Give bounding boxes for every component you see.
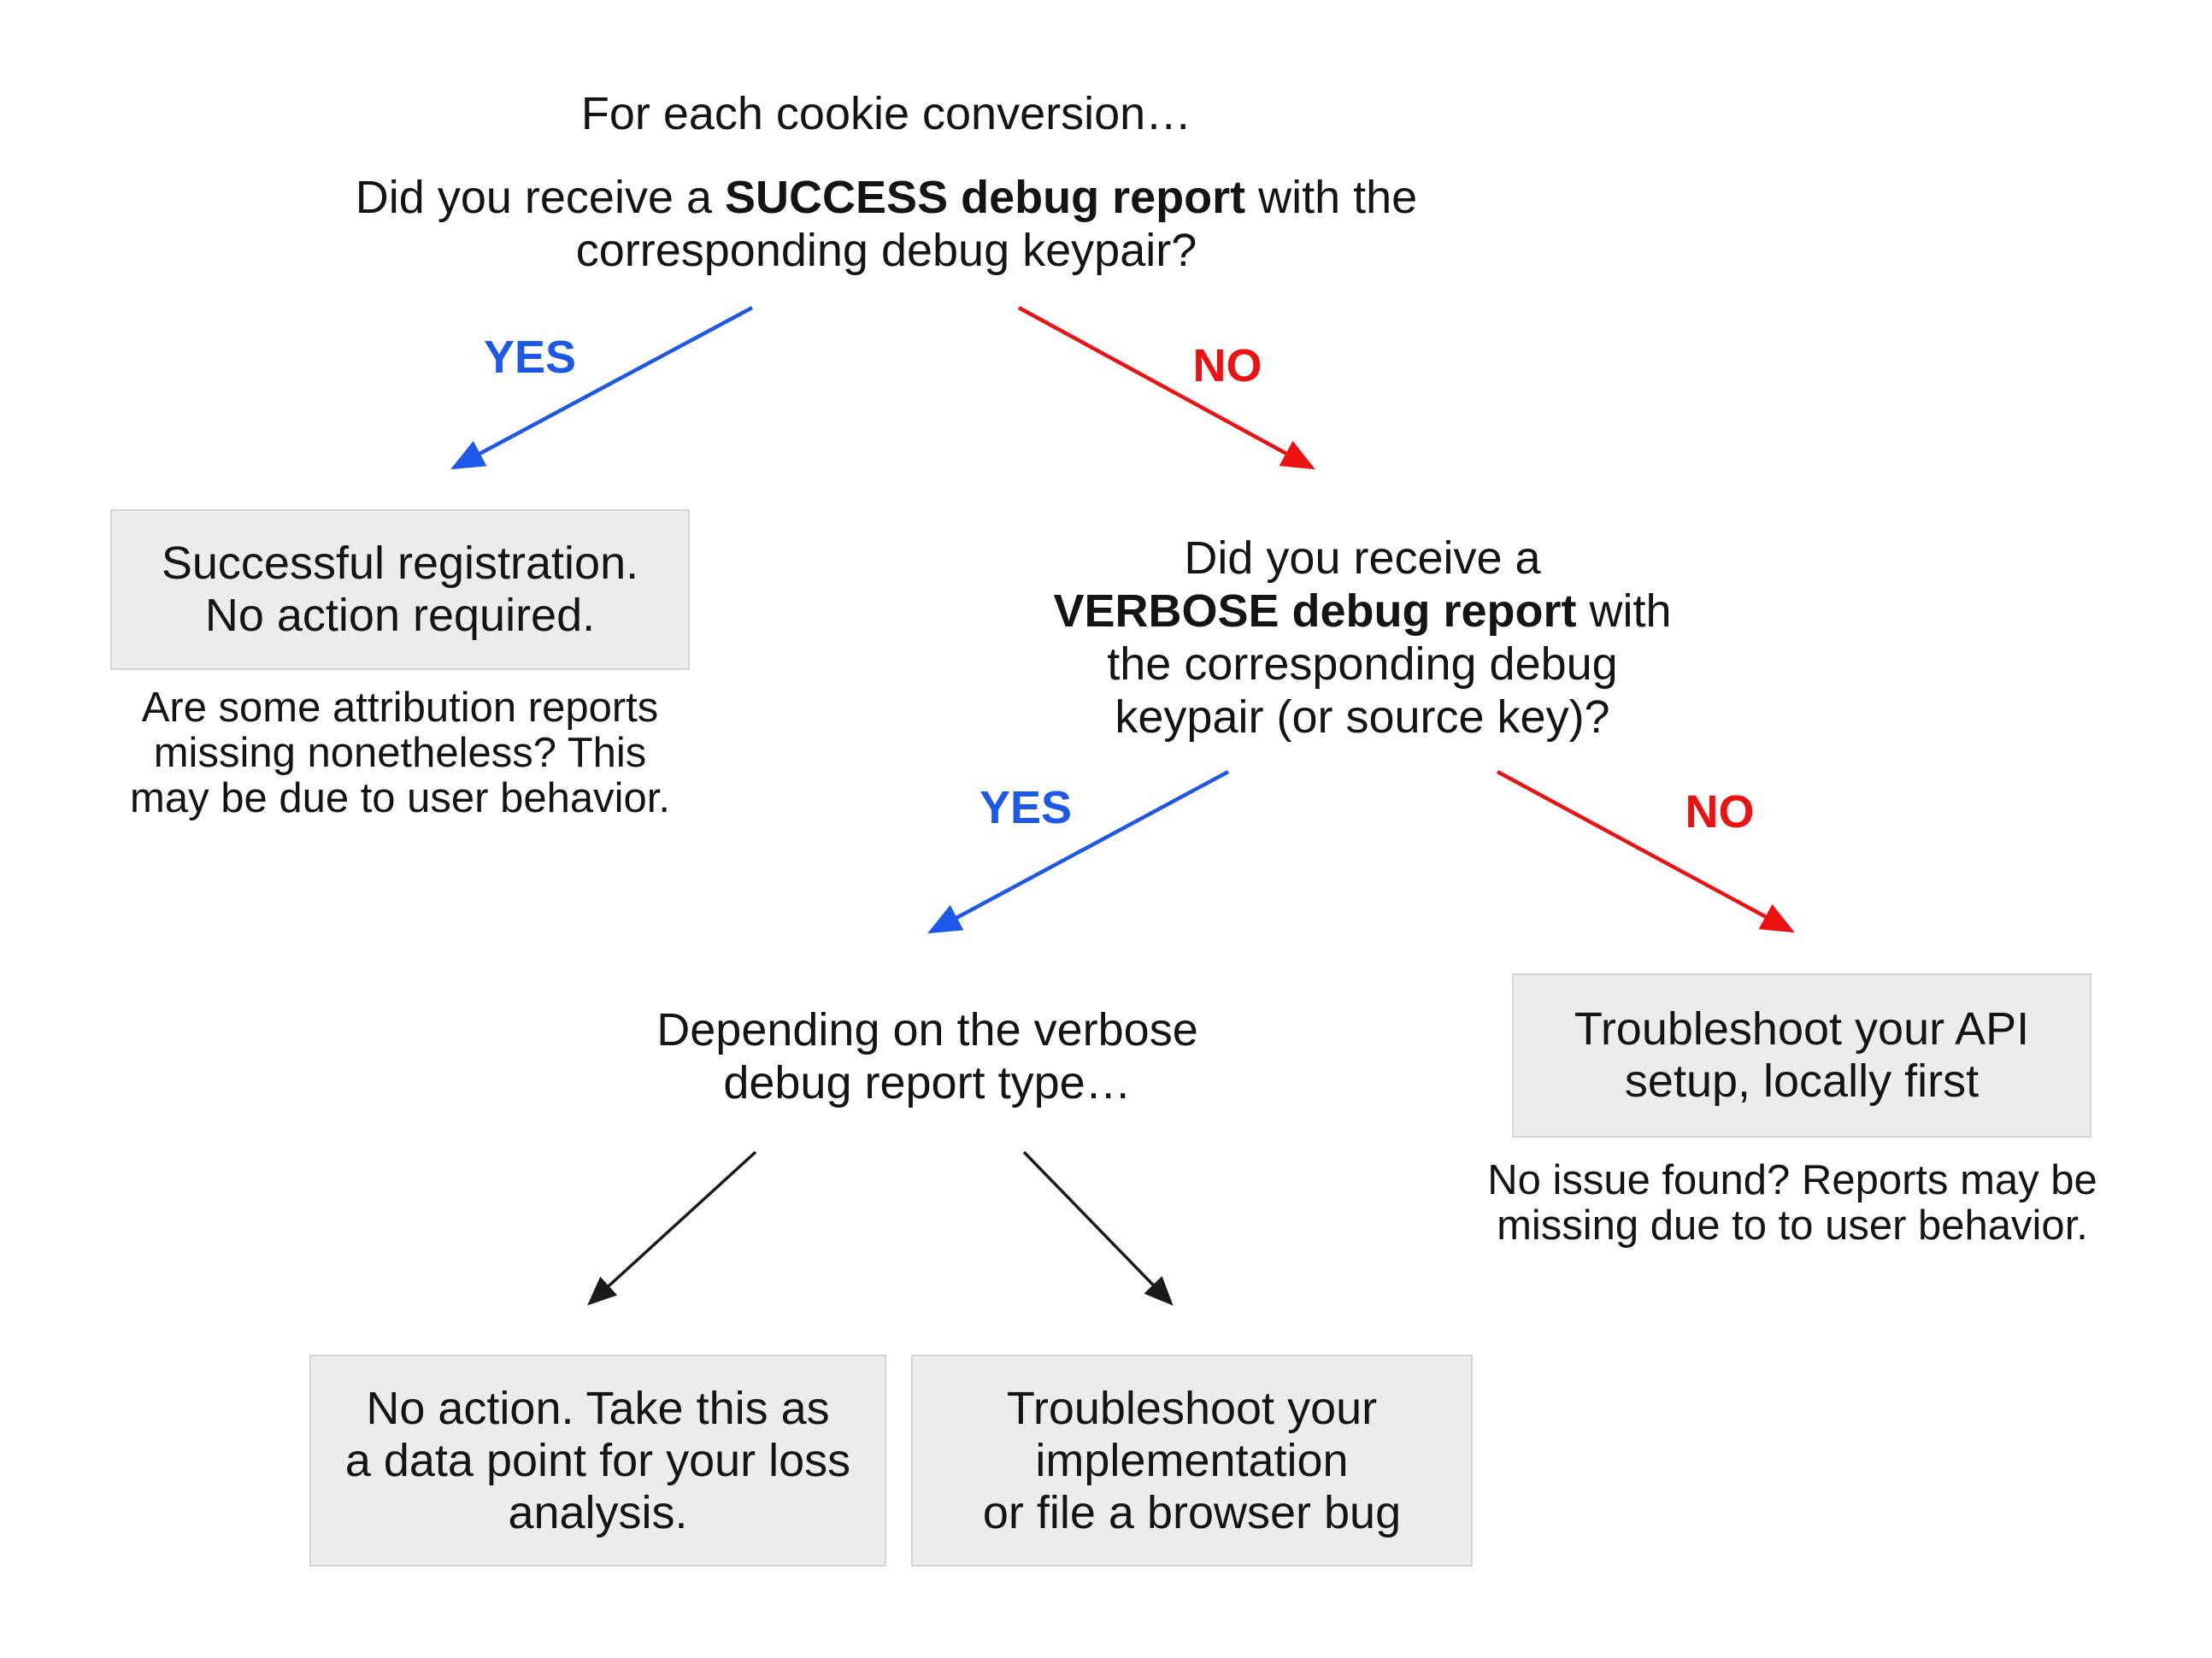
success-outcome-box: Successful registration. No action requi… bbox=[110, 509, 690, 670]
verbose-question-line3: the corresponding debug bbox=[1107, 638, 1618, 690]
success-note: Are some attribution reports missing non… bbox=[130, 685, 670, 821]
level1-yes-label: YES bbox=[483, 332, 577, 383]
verbose-left-arrow bbox=[587, 1150, 757, 1306]
api-note-line1: No issue found? Reports may be bbox=[1487, 1157, 2097, 1203]
no-action-outcome-line2: a data point for your loss bbox=[344, 1434, 851, 1486]
root-question-line2: corresponding debug keypair? bbox=[575, 225, 1197, 276]
verbose-type-header-line1: Depending on the verbose bbox=[656, 1004, 1198, 1055]
troubleshoot-api-line2: setup, locally first bbox=[1624, 1055, 1980, 1107]
root-question-line1-pre: Did you receive a bbox=[355, 172, 726, 223]
success-outcome-text: Successful registration. No action requi… bbox=[162, 538, 638, 642]
troubleshoot-impl-box: Troubleshoot your implementation or file… bbox=[911, 1355, 1473, 1567]
verbose-right-arrow bbox=[1022, 1150, 1174, 1306]
level2-no-label: NO bbox=[1685, 786, 1755, 838]
root-question: Did you receive a SUCCESS debug report w… bbox=[356, 171, 1417, 277]
root-question-line1-bold: SUCCESS debug report bbox=[725, 172, 1246, 223]
verbose-question-line2: VERBOSE debug report with bbox=[1053, 585, 1671, 638]
no-action-outcome-box: No action. Take this as a data point for… bbox=[309, 1355, 886, 1567]
root-intro-text: For each cookie conversion… bbox=[580, 88, 1192, 139]
troubleshoot-api-line1: Troubleshoot your API bbox=[1574, 1003, 2030, 1055]
level1-no-arrow bbox=[1017, 306, 1315, 470]
troubleshoot-impl-line2: implementation bbox=[1035, 1434, 1349, 1486]
verbose-type-header-line2: debug report type… bbox=[723, 1057, 1132, 1108]
verbose-question-line2-post: with bbox=[1576, 585, 1672, 637]
no-action-outcome-line3: analysis. bbox=[508, 1486, 688, 1538]
level1-no-label: NO bbox=[1192, 340, 1262, 391]
level1-yes-arrow bbox=[450, 306, 754, 470]
verbose-question-line4: keypair (or source key)? bbox=[1115, 691, 1610, 743]
api-note: No issue found? Reports may be missing d… bbox=[1487, 1158, 2097, 1249]
root-question-line1: Did you receive a SUCCESS debug report w… bbox=[356, 171, 1417, 224]
no-action-outcome-text: No action. Take this as a data point for… bbox=[345, 1383, 850, 1539]
success-note-line1: Are some attribution reports bbox=[141, 685, 659, 731]
api-note-line2: missing due to to user behavior. bbox=[1497, 1202, 2088, 1249]
root-question-line1-post: with the bbox=[1245, 172, 1418, 223]
success-outcome-line1: Successful registration. bbox=[161, 538, 639, 589]
verbose-question-line2-bold: VERBOSE debug report bbox=[1053, 585, 1577, 637]
success-note-line2: missing nonetheless? This bbox=[153, 730, 647, 776]
verbose-question-line1: Did you receive a bbox=[1184, 532, 1541, 584]
success-outcome-line2: No action required. bbox=[204, 590, 596, 641]
troubleshoot-impl-text: Troubleshoot your implementation or file… bbox=[983, 1383, 1401, 1539]
troubleshoot-api-box: Troubleshoot your API setup, locally fir… bbox=[1512, 973, 2091, 1138]
verbose-question: Did you receive a VERBOSE debug report w… bbox=[1053, 532, 1671, 744]
level2-yes-label: YES bbox=[979, 782, 1073, 833]
success-note-line3: may be due to user behavior. bbox=[130, 775, 670, 821]
troubleshoot-impl-line1: Troubleshoot your bbox=[1006, 1382, 1378, 1434]
level2-no-arrow bbox=[1496, 770, 1795, 933]
level2-yes-arrow bbox=[927, 770, 1230, 934]
troubleshoot-api-text: Troubleshoot your API setup, locally fir… bbox=[1574, 1003, 2029, 1108]
no-action-outcome-line1: No action. Take this as bbox=[366, 1382, 830, 1434]
troubleshoot-impl-line3: or file a browser bug bbox=[982, 1486, 1402, 1538]
verbose-type-header: Depending on the verbose debug report ty… bbox=[656, 1003, 1197, 1109]
